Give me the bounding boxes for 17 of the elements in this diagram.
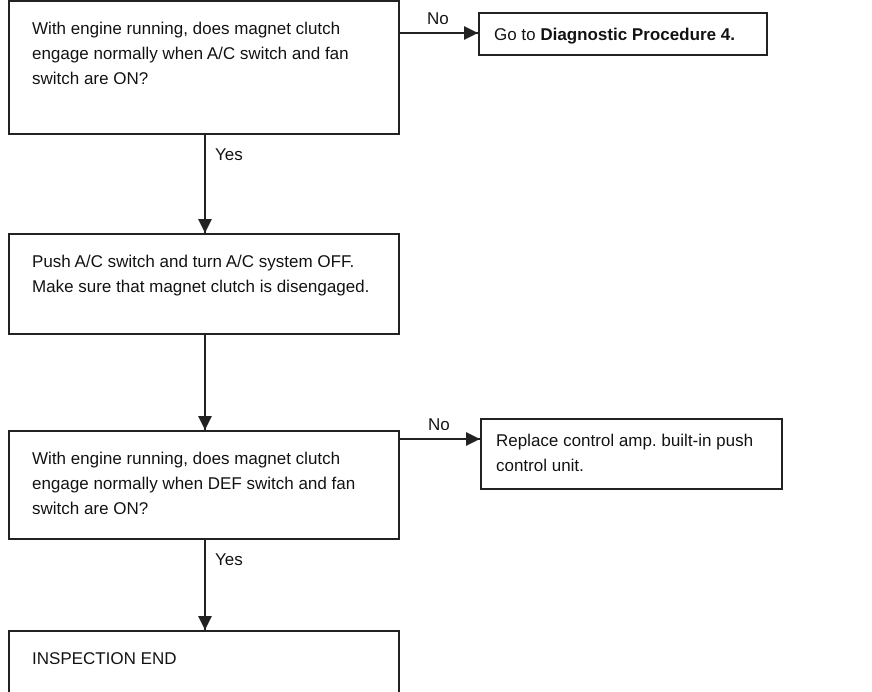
process-box <box>8 0 400 135</box>
process-box <box>8 430 400 540</box>
arrow <box>198 335 212 430</box>
box-text: Go to Diagnostic Procedure 4. <box>494 24 736 46</box>
process-box <box>478 12 768 56</box>
box-text: Replace control amp. built-in push control unit. <box>496 430 754 477</box>
arrow <box>198 135 212 233</box>
arrow <box>400 26 478 40</box>
arrow <box>400 432 480 446</box>
box-text: With engine running, does magnet clutch engage normally when A/C switch and fan switch are ON? <box>32 18 350 90</box>
box-text: INSPECTION END <box>32 648 178 670</box>
arrow <box>198 540 212 630</box>
box-text: With engine running, does magnet clutch engage normally when DEF switch and fan switch are ON? <box>32 448 356 520</box>
process-box <box>8 630 400 692</box>
process-box <box>480 418 783 490</box>
box-text: Push A/C switch and turn A/C system OFF. Make sure that magnet clutch is disengaged. <box>32 251 370 298</box>
process-box <box>8 233 400 335</box>
